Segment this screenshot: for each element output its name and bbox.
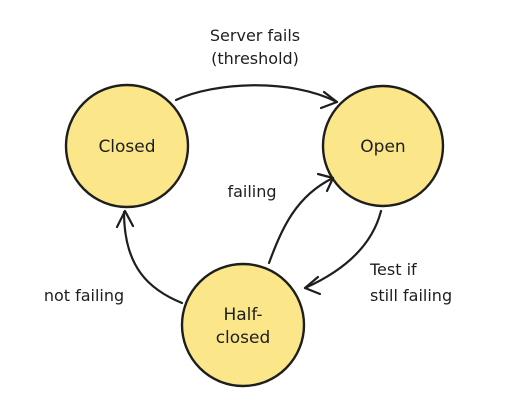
node-half-closed-label-line1: Half-	[223, 305, 262, 325]
node-open[interactable]: Open	[321, 84, 445, 208]
node-half-closed-label-line2: closed	[216, 328, 271, 348]
edge-half-to-closed-label: not failing	[44, 286, 124, 305]
node-half-closed-circle	[180, 262, 306, 388]
node-closed[interactable]: Closed	[64, 83, 190, 209]
node-closed-label: Closed	[98, 137, 155, 157]
edge-closed-to-open-arrowhead	[319, 90, 339, 110]
edge-half-to-closed-line	[122, 210, 184, 305]
edge-half-to-open: failing	[227, 172, 335, 265]
edge-closed-to-open: Server fails (threshold)	[174, 26, 339, 110]
edge-open-to-half-arrowhead	[303, 275, 322, 296]
edge-open-to-half-label-line1: Test if	[369, 260, 417, 279]
edge-closed-to-open-label-line1: Server fails	[210, 26, 300, 45]
node-closed-circle	[64, 83, 190, 209]
node-open-label: Open	[360, 137, 405, 157]
edge-closed-to-open-line	[174, 84, 339, 104]
edge-half-to-open-arrowhead	[316, 172, 335, 193]
edge-closed-to-open-label-line2: (threshold)	[211, 49, 299, 68]
edge-open-to-half-line	[303, 209, 383, 290]
node-half-closed[interactable]: Half- closed	[180, 262, 306, 388]
edge-half-to-closed: not failing	[44, 209, 184, 305]
node-open-circle	[321, 84, 445, 208]
edge-half-to-open-line	[267, 176, 335, 265]
edge-open-to-half-label-line2: still failing	[370, 286, 452, 305]
edge-open-to-half: Test if still failing	[303, 209, 452, 305]
edge-half-to-open-label: failing	[227, 182, 276, 201]
edge-half-to-closed-arrowhead	[115, 209, 135, 229]
